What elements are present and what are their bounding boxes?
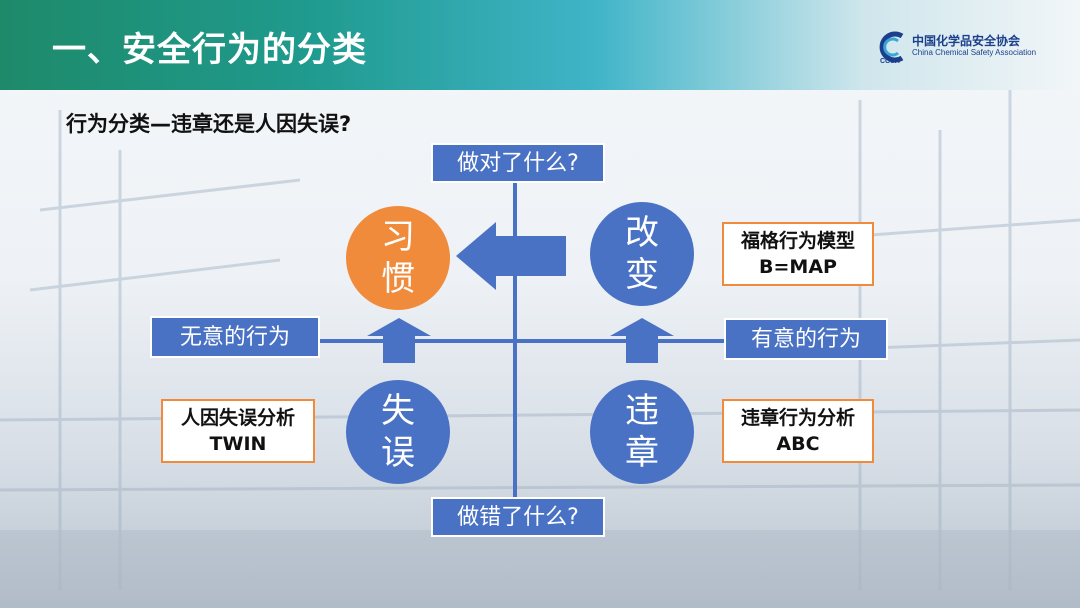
up-arrow-right-icon [610, 318, 674, 363]
axis-label-bottom: 做错了什么? [431, 497, 605, 537]
twin-analysis-title: 人因失误分析 [163, 405, 313, 431]
violation-char-1: 违 [625, 390, 659, 432]
twin-analysis-box: 人因失误分析 TWIN [161, 399, 315, 463]
habit-circle: 习 惯 [346, 206, 450, 310]
axis-label-left: 无意的行为 [150, 316, 320, 358]
abc-analysis-title: 违章行为分析 [724, 405, 872, 431]
error-circle: 失 误 [346, 380, 450, 484]
abc-analysis-box: 违章行为分析 ABC [722, 399, 874, 463]
abc-analysis-code: ABC [724, 431, 872, 457]
axis-label-top: 做对了什么? [431, 143, 605, 183]
left-arrow-icon [456, 222, 566, 290]
error-char-2: 误 [381, 432, 415, 474]
violation-char-2: 章 [625, 432, 659, 474]
error-char-1: 失 [381, 390, 415, 432]
change-circle: 改 变 [590, 202, 694, 306]
fogg-model-formula: B=MAP [724, 254, 872, 280]
up-arrow-left-icon [367, 318, 431, 363]
fogg-model-box: 福格行为模型 B=MAP [722, 222, 874, 286]
axis-label-right: 有意的行为 [724, 318, 888, 360]
habit-char-2: 惯 [381, 258, 415, 300]
fogg-model-title: 福格行为模型 [724, 228, 872, 254]
change-char-1: 改 [625, 212, 659, 254]
violation-circle: 违 章 [590, 380, 694, 484]
twin-analysis-code: TWIN [163, 431, 313, 457]
change-char-2: 变 [625, 254, 659, 296]
habit-char-1: 习 [381, 216, 415, 258]
